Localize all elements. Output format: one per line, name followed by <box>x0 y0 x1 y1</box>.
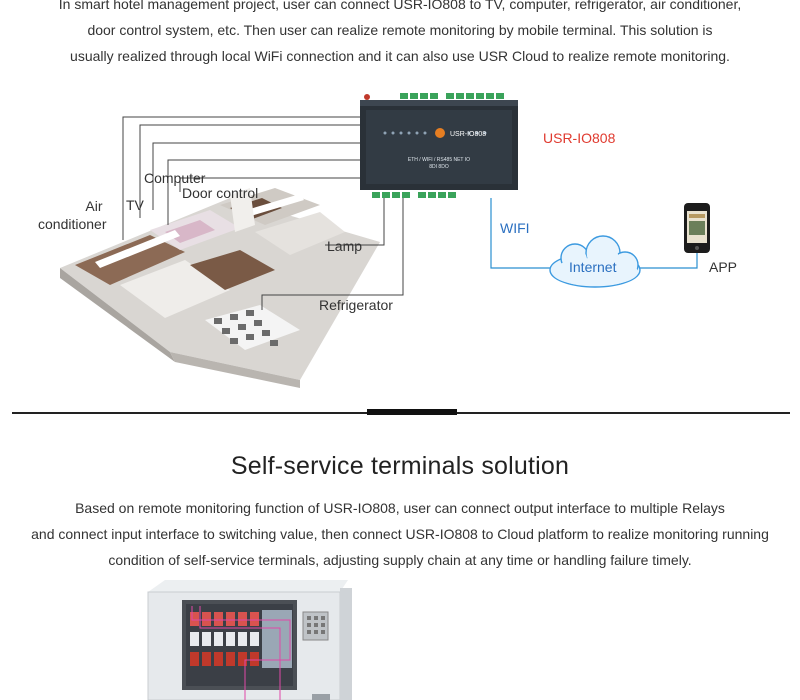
device-brand-label: USR-IO808 <box>450 131 486 138</box>
smartphone-icon <box>684 203 710 253</box>
label-lamp: Lamp <box>327 238 363 254</box>
section-line: and connect input interface to switching… <box>31 526 769 542</box>
device-sub-caption: 8DI 8DO <box>429 164 449 170</box>
label-app: APP <box>709 259 738 275</box>
usr-io808-device: USR-IO808 ETH / WIFI / RS485 NET IO 8DI … <box>360 93 518 198</box>
intro-line: usually realized through local WiFi conn… <box>70 48 730 64</box>
section-line: condition of self-service terminals, adj… <box>108 552 692 568</box>
intro-line: door control system, etc. Then user can … <box>87 22 713 38</box>
internet-cloud-icon <box>549 235 641 288</box>
label-tv: TV <box>126 197 144 213</box>
label-computer: Computer <box>144 170 206 186</box>
section-line: Based on remote monitoring function of U… <box>75 500 725 516</box>
wifi-lines <box>490 198 698 269</box>
device-name-label: USR-IO808 <box>543 130 616 146</box>
label-air-conditioner: Air conditioner <box>38 197 107 233</box>
label-refrigerator: Refrigerator <box>319 297 393 313</box>
connection-lines <box>122 116 404 310</box>
label-internet: Internet <box>569 259 617 275</box>
label-wifi: WIFI <box>500 220 530 236</box>
label-air-line2: conditioner <box>38 216 107 232</box>
hotel-floorplan-image <box>60 188 380 388</box>
section-paragraph: Based on remote monitoring function of U… <box>0 495 800 573</box>
intro-line: In smart hotel management project, user … <box>58 0 742 12</box>
label-door-control: Door control <box>182 185 259 201</box>
label-air-line1: Air <box>85 198 103 214</box>
vending-machine-image <box>147 580 352 700</box>
device-caption: ETH / WIFI / RS485 NET IO <box>408 157 470 163</box>
intro-paragraph: In smart hotel management project, user … <box>0 0 800 69</box>
section-title: Self-service terminals solution <box>230 452 570 480</box>
section-divider-accent <box>367 409 457 415</box>
